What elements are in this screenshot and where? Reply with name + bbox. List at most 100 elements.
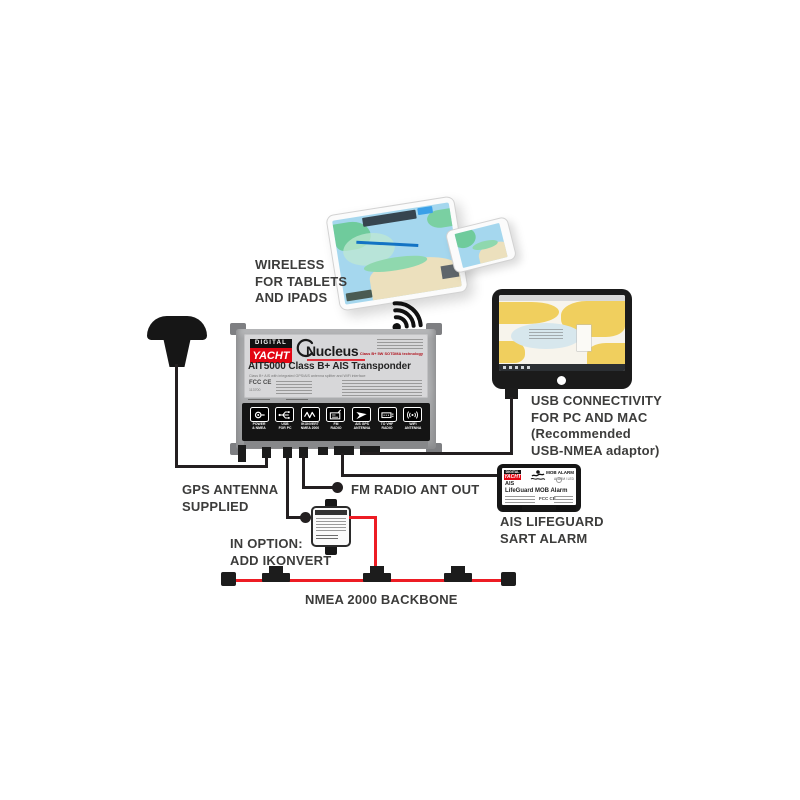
ikonvert-cable <box>286 516 306 519</box>
nmea-t-connector <box>363 573 391 582</box>
ikonvert-cable <box>286 458 289 519</box>
monitor-button <box>557 376 566 385</box>
nmea-t-connector <box>444 573 472 582</box>
wireless-caption-line: WIRELESS <box>255 257 325 272</box>
logo-yacht: YACHT <box>250 350 292 363</box>
wireless-caption: WIRELESS FOR TABLETS AND IPADS <box>255 257 347 307</box>
product-subtitle: Class B+ AIS with integrated GPS/AIS ant… <box>249 374 366 379</box>
wireless-caption-line: AND IPADS <box>255 290 328 305</box>
ikonvert-device <box>311 499 351 555</box>
ikonvert-bottom-connector <box>325 546 337 555</box>
led-indicator <box>556 477 562 483</box>
nmea-terminator <box>221 572 236 586</box>
lifeguard-title: LifeGuard MOB Alarm <box>505 488 568 494</box>
ikonvert-caption-line: IN OPTION: <box>230 536 303 551</box>
usb-caption-line: FOR PC AND MAC <box>531 409 648 425</box>
ikonvert-caption-line: ADD IKONVERT <box>230 552 332 568</box>
port-label: FM RADIO <box>330 422 342 431</box>
port-label: USB FOR PC <box>278 422 292 431</box>
chart-corner-box <box>345 289 373 302</box>
port-wifi-antenna: WIFI ANTENNA <box>401 407 425 439</box>
gps-cable <box>265 457 268 467</box>
nmea-terminator <box>501 572 516 586</box>
chart-panel <box>577 325 591 351</box>
gps-antenna-caption: GPS ANTENNA SUPPLIED <box>182 482 278 515</box>
logo-yacht: YACHT <box>504 474 521 480</box>
gps-caption-line: GPS ANTENNA <box>182 482 279 497</box>
gps-cable-stub <box>262 447 271 458</box>
nmea-t-connector <box>451 566 465 574</box>
port-gps-antenna: AIS GPS ANTENNA <box>350 407 374 439</box>
chart-toolbar <box>499 295 625 301</box>
taskbar <box>499 364 625 371</box>
power-cable-stub <box>238 445 246 462</box>
port-usb: USB FOR PC <box>273 407 297 439</box>
ikonvert-label-header <box>315 510 347 515</box>
wireless-caption-line: FOR TABLETS <box>255 273 348 289</box>
nmea-drop-cable <box>374 516 377 578</box>
lifeguard-cable <box>341 453 344 477</box>
monitor <box>492 289 632 389</box>
gps-cable <box>175 364 178 468</box>
ikonvert-label-text <box>316 518 346 532</box>
usb-caption-line: (Recommended <box>531 426 631 441</box>
nucleus-text: Nucleus <box>306 343 359 359</box>
nmea-t-connector <box>269 566 283 574</box>
lifeguard-caption: AIS LIFEGUARD SART ALARM <box>500 514 604 547</box>
fm-radio-caption: FM RADIO ANT OUT <box>351 482 480 497</box>
chart-land-area <box>499 341 525 363</box>
connector-icon-row: POWER & NMEA USB FOR PC IKONVERT NMEA 20… <box>242 403 430 441</box>
logo-digital: DIGITAL <box>504 470 521 474</box>
port-group-mark <box>286 399 308 402</box>
nucleus-swoosh <box>296 338 314 358</box>
chart-land-area <box>499 302 559 324</box>
label-fine-print <box>554 496 573 503</box>
taskbar-icons <box>503 366 533 369</box>
gps-cable <box>175 465 268 468</box>
gps-antenna-icon <box>352 407 372 422</box>
lifeguard-mount-bar <box>556 506 576 510</box>
lifeguard-cable <box>341 474 498 477</box>
ikonvert-top-connector <box>325 499 337 508</box>
transponder-bottom-edge <box>244 441 428 448</box>
chart-toolbar <box>362 209 417 227</box>
ikonvert-body <box>311 506 351 547</box>
cert-number: 113700 <box>249 388 261 393</box>
port-power: POWER & NMEA <box>247 407 271 439</box>
port-nmea2000: IKONVERT NMEA 2000 <box>298 407 322 439</box>
lifeguard-caption-line: SART ALARM <box>500 530 588 546</box>
vhf-cable-stub <box>334 446 354 455</box>
chart-land-area <box>587 343 625 365</box>
gps-antenna-base <box>163 339 191 367</box>
usb-cable <box>510 397 513 455</box>
cert-marks: FCC CE <box>249 380 272 386</box>
usb-cable <box>362 452 513 455</box>
nucleus-tagline-bar <box>307 359 365 361</box>
mob-alarm-text: MOB ALARM <box>546 470 574 475</box>
digital-yacht-logo: DIGITAL YACHT <box>504 470 521 480</box>
lifeguard-device: DIGITAL YACHT MOB ALARM ALARM / LED AIS … <box>497 464 581 512</box>
fm-radio-icon <box>326 407 346 422</box>
chart-text-detail <box>529 329 563 341</box>
usb-cable-stub <box>360 446 380 455</box>
lifeguard-mount-bar <box>502 506 522 510</box>
fm-cable <box>302 456 305 489</box>
nmea2000-cable-stub <box>283 447 292 458</box>
nmea2000-icon <box>300 407 320 422</box>
fm-cable-stub <box>299 447 308 458</box>
product-title: AIT5000 Class B+ AIS Transponder <box>248 361 411 372</box>
usb-icon <box>275 407 295 422</box>
cert-marks: FCC CE <box>539 496 556 501</box>
port-label: AIS GPS ANTENNA <box>353 422 370 431</box>
port-label: POWER & NMEA <box>252 422 266 431</box>
port-label: IKONVERT NMEA 2000 <box>301 422 320 431</box>
fm-cable-end <box>332 482 343 493</box>
port-label: WIFI ANTENNA <box>404 422 422 431</box>
port-group-mark <box>248 399 270 402</box>
lifeguard-caption-line: AIS LIFEGUARD <box>500 514 604 529</box>
alarm-led-text: ALARM / LED <box>554 477 574 481</box>
spare-stub <box>318 447 328 455</box>
ikonvert-caption: IN OPTION: ADD IKONVERT <box>230 536 331 569</box>
ais-text: AIS <box>505 481 515 487</box>
label-fine-print <box>377 339 423 349</box>
